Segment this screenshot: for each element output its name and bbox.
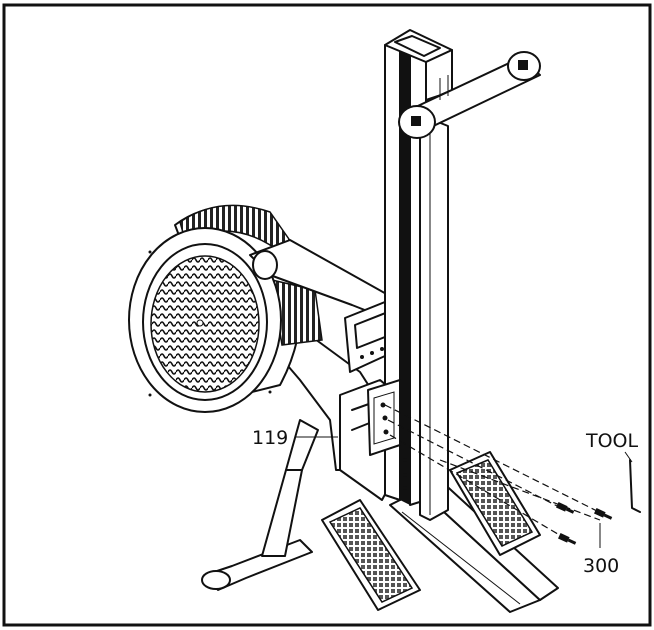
label-300: 300 [583, 555, 619, 577]
callout-300: 300 [583, 523, 619, 577]
label-119: 119 [252, 427, 288, 449]
footrest-left [321, 499, 421, 611]
top-crossbar [398, 51, 541, 139]
diagram-border [2, 3, 652, 627]
tool-allen-key [629, 459, 641, 513]
bolt-guides [384, 404, 606, 541]
front-leg-stabilizer [201, 419, 319, 591]
callout-119: 119 [252, 427, 338, 449]
callout-tool: TOOL [585, 430, 639, 463]
bolts-300 [556, 502, 613, 545]
label-tool: TOOL [585, 430, 639, 452]
flywheel-housing [128, 204, 323, 413]
footrest-right [449, 451, 541, 556]
handle-cradle [249, 239, 391, 321]
